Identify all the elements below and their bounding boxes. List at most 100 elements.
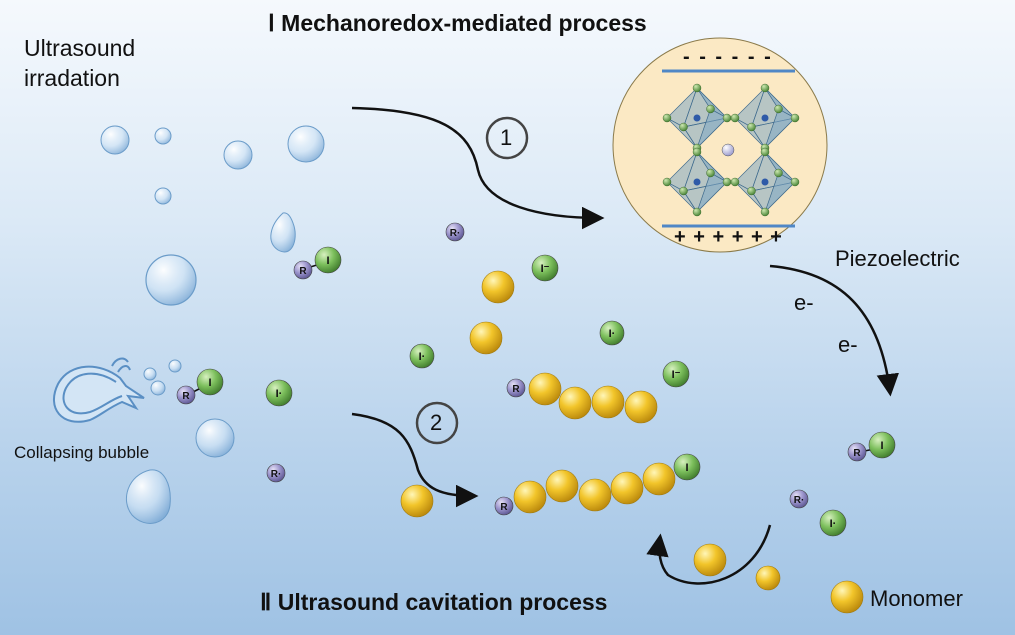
electron-label-1: e- bbox=[794, 290, 814, 315]
iodine-sphere bbox=[868, 431, 896, 459]
lattice-atom bbox=[790, 177, 800, 187]
lattice-atom bbox=[774, 104, 783, 114]
lattice-atom bbox=[692, 207, 702, 217]
monomer-sphere bbox=[591, 385, 625, 419]
alkyl-label: R bbox=[500, 502, 508, 513]
octahedron-face bbox=[696, 108, 728, 149]
lattice-atom bbox=[774, 168, 783, 178]
collapsing-bubble-label: Collapsing bubble bbox=[14, 443, 150, 462]
iodine-sphere bbox=[673, 453, 701, 481]
alkyl-label: R· bbox=[794, 495, 805, 506]
arrow-piezo bbox=[769, 264, 899, 397]
monomer-sphere bbox=[830, 580, 864, 614]
alkyl-label: R bbox=[853, 448, 861, 459]
arrow-step1 bbox=[351, 106, 605, 230]
piezoelectric-crystal bbox=[612, 37, 828, 253]
iodine-label: I· bbox=[830, 518, 837, 530]
iodine-sphere bbox=[599, 320, 625, 346]
lattice-atom bbox=[722, 113, 732, 123]
bubble bbox=[154, 187, 172, 205]
bubble bbox=[100, 125, 130, 155]
step2-circle bbox=[415, 401, 459, 445]
lattice-atom bbox=[706, 168, 715, 178]
iodine-label: I bbox=[880, 440, 883, 452]
monomer-sphere bbox=[642, 462, 676, 496]
monomer-sphere bbox=[558, 386, 592, 420]
monomer-sphere bbox=[481, 270, 515, 304]
arrows bbox=[351, 106, 899, 585]
electron-label-2: e- bbox=[838, 332, 858, 357]
monomer-sphere bbox=[693, 543, 727, 577]
lattice-atom bbox=[730, 177, 740, 187]
lattice-atom bbox=[790, 113, 800, 123]
collapsing-bubble bbox=[53, 357, 145, 423]
metal-center bbox=[693, 114, 701, 122]
lattice-atom bbox=[662, 177, 672, 187]
ultrasound-label-line2: irradation bbox=[24, 65, 120, 91]
bubbles bbox=[100, 125, 325, 524]
iodine-label: I· bbox=[419, 351, 426, 363]
iodine-sphere bbox=[409, 343, 435, 369]
lattice-atom bbox=[760, 207, 770, 217]
arrow-return bbox=[646, 524, 772, 585]
alkyl-label: R bbox=[182, 391, 190, 402]
iodine-label: I⁻ bbox=[672, 369, 681, 381]
metal-center bbox=[761, 114, 769, 122]
bubble bbox=[154, 127, 172, 145]
monomer-sphere bbox=[513, 480, 547, 514]
alkyl-label: R bbox=[299, 266, 307, 277]
title-mechanoredox: Ⅰ Mechanoredox-mediated process bbox=[268, 10, 647, 36]
lattice-atom bbox=[760, 83, 770, 93]
monomer-sphere bbox=[469, 321, 503, 355]
alkyl-sphere bbox=[293, 260, 313, 280]
step1-circle bbox=[485, 116, 529, 160]
iodine-sphere bbox=[662, 360, 690, 388]
iodine-label: I bbox=[208, 377, 211, 389]
bubble bbox=[145, 254, 197, 306]
lattice-atom bbox=[747, 186, 756, 196]
negative-charges: - - - - - - bbox=[683, 46, 773, 68]
deformed-bubble bbox=[125, 469, 171, 524]
bubble bbox=[168, 359, 182, 373]
alkyl-sphere bbox=[847, 442, 867, 462]
iodine-sphere bbox=[819, 509, 847, 537]
iodine-label: I⁻ bbox=[541, 263, 550, 275]
monomer-sphere bbox=[624, 390, 658, 424]
alkyl-sphere bbox=[176, 385, 196, 405]
octahedron-face bbox=[764, 108, 796, 149]
lattice-atom bbox=[747, 122, 756, 132]
perovskite-lattice bbox=[662, 83, 800, 217]
bubble bbox=[223, 140, 253, 170]
lattice-atom bbox=[679, 186, 688, 196]
octahedron-face bbox=[764, 172, 796, 213]
iodine-label: I· bbox=[609, 328, 616, 340]
monomer-sphere bbox=[755, 565, 781, 591]
monomer-sphere bbox=[528, 372, 562, 406]
alkyl-sphere bbox=[494, 496, 514, 516]
lattice-atom bbox=[692, 147, 702, 157]
iodine-sphere bbox=[314, 246, 342, 274]
lattice-atom bbox=[692, 83, 702, 93]
monomer-sphere bbox=[545, 469, 579, 503]
iodine-label: I bbox=[685, 462, 688, 474]
monomer-legend-label: Monomer bbox=[870, 586, 963, 611]
metal-center bbox=[693, 178, 701, 186]
piezoelectric-label: Piezoelectric bbox=[835, 246, 960, 271]
bubble bbox=[143, 367, 157, 381]
bubble bbox=[150, 380, 166, 396]
monomer-sphere bbox=[610, 471, 644, 505]
arrow-step2 bbox=[351, 412, 479, 508]
alkyl-sphere bbox=[266, 463, 286, 483]
deformed-bubble bbox=[270, 212, 296, 253]
iodine-sphere bbox=[196, 368, 224, 396]
alkyl-label: R· bbox=[271, 469, 282, 480]
step1-number: 1 bbox=[500, 125, 513, 150]
lattice-atom bbox=[730, 113, 740, 123]
lattice-atom bbox=[722, 177, 732, 187]
alkyl-label: R bbox=[512, 384, 520, 395]
ultrasound-label-line1: Ultrasound bbox=[24, 35, 136, 61]
lattice-atom bbox=[760, 147, 770, 157]
monomer-sphere bbox=[400, 484, 434, 518]
bubble bbox=[287, 125, 325, 163]
